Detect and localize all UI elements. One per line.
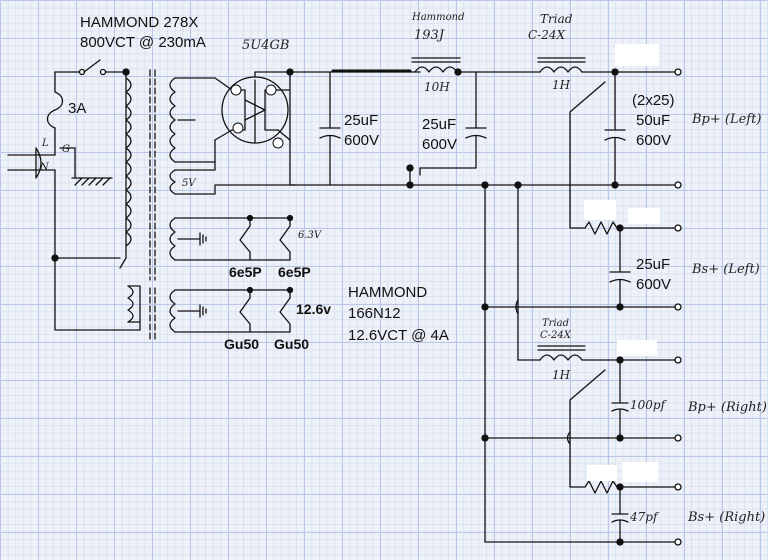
ch3-part: C-24X xyxy=(540,330,571,341)
c2-value: 25uF xyxy=(422,116,457,133)
neutral-to-filament-xfmr xyxy=(54,257,141,331)
filament-winding-6v3 xyxy=(169,214,294,261)
rectifier-heater-winding xyxy=(169,139,296,195)
rectifier-label: 5U4GB xyxy=(242,38,290,53)
c4-value: 25uF xyxy=(636,256,671,273)
capacitor-c5 xyxy=(611,359,629,439)
redaction-6 xyxy=(622,462,658,482)
redaction-1 xyxy=(615,44,659,66)
capacitor-c6 xyxy=(611,486,629,543)
output-bp-left: Bp+ (Left) xyxy=(692,112,762,127)
output-bp-right: Bp+ (Right) xyxy=(688,400,767,415)
fil-xfmr-part: 166N12 xyxy=(348,305,401,322)
chassis-ground xyxy=(59,147,113,186)
capacitor-c1 xyxy=(319,71,341,186)
tube-output-left: Gu50 xyxy=(224,336,260,352)
capacitor-c4 xyxy=(609,227,631,308)
c4-voltage: 600V xyxy=(636,276,672,293)
c5-value: 100pf xyxy=(630,398,666,412)
choke-triad-2 xyxy=(517,345,682,364)
c2-voltage: 600V xyxy=(422,136,458,153)
c1-voltage: 600V xyxy=(344,132,380,149)
hv-secondary xyxy=(169,77,216,163)
c1-value: 25uF xyxy=(344,112,379,129)
redaction-4 xyxy=(617,340,657,356)
choke-triad-1 xyxy=(537,57,682,76)
ch3-brand: Triad xyxy=(542,318,570,329)
output-bs-right: Bs+ (Right) xyxy=(688,510,766,525)
fuse-rating: 3A xyxy=(68,100,87,117)
bs-left-feed xyxy=(569,81,606,229)
output-bs-left: Bs+ (Left) xyxy=(692,262,760,277)
neutral-wire xyxy=(54,169,121,259)
capacitor-c3 xyxy=(604,71,626,186)
filament-winding-12v6 xyxy=(169,286,294,333)
redaction-3 xyxy=(628,208,660,224)
mains-ground-label: G xyxy=(62,144,70,155)
ch2-brand: Triad xyxy=(540,12,573,26)
fil-xfmr-model: HAMMOND xyxy=(348,284,428,301)
ch1-brand: Hammond xyxy=(412,12,465,23)
power-switch xyxy=(54,59,127,76)
ch2-part: C-24X xyxy=(528,28,566,42)
filament-6v3-label: 6.3V xyxy=(298,230,322,241)
mains-line-label: L xyxy=(42,138,49,149)
rectifier-heater-label: 5V xyxy=(182,178,196,189)
power-transformer-primary xyxy=(119,68,132,269)
c3-voltage: 600V xyxy=(636,132,672,149)
c3-value: 50uF xyxy=(636,112,671,129)
c6-value: 47pf xyxy=(630,510,658,524)
filament-12v6-label: 12.6v xyxy=(296,301,332,317)
ch1-part: 193J xyxy=(414,28,445,43)
fuse-3a xyxy=(46,71,64,156)
resistor-right xyxy=(584,480,682,494)
c3-note: (2x25) xyxy=(632,92,675,109)
mains-neutral-label: N xyxy=(40,162,49,173)
capacitor-c2 xyxy=(419,71,487,169)
choke-10h xyxy=(411,57,541,73)
redaction-5 xyxy=(587,465,617,481)
fil-xfmr-rating: 12.6VCT @ 4A xyxy=(348,327,449,344)
tube-driver-right: 6e5P xyxy=(278,264,311,280)
ch2-value: 1H xyxy=(552,78,571,92)
resistor-left xyxy=(584,221,682,235)
ch1-value: 10H xyxy=(424,80,450,94)
tube-output-right: Gu50 xyxy=(274,336,310,352)
tube-driver-left: 6e5P xyxy=(229,264,262,280)
ch3-value: 1H xyxy=(552,368,571,382)
power-xfmr-model: HAMMOND 278X xyxy=(80,14,199,31)
redaction-2 xyxy=(584,200,616,220)
power-xfmr-rating: 800VCT @ 230mA xyxy=(80,34,206,51)
ground-return-bus xyxy=(289,139,676,186)
rectifier-tube-5u4gb xyxy=(214,71,291,144)
filament-transformer-primary xyxy=(127,285,141,323)
mains-inlet xyxy=(7,147,56,179)
